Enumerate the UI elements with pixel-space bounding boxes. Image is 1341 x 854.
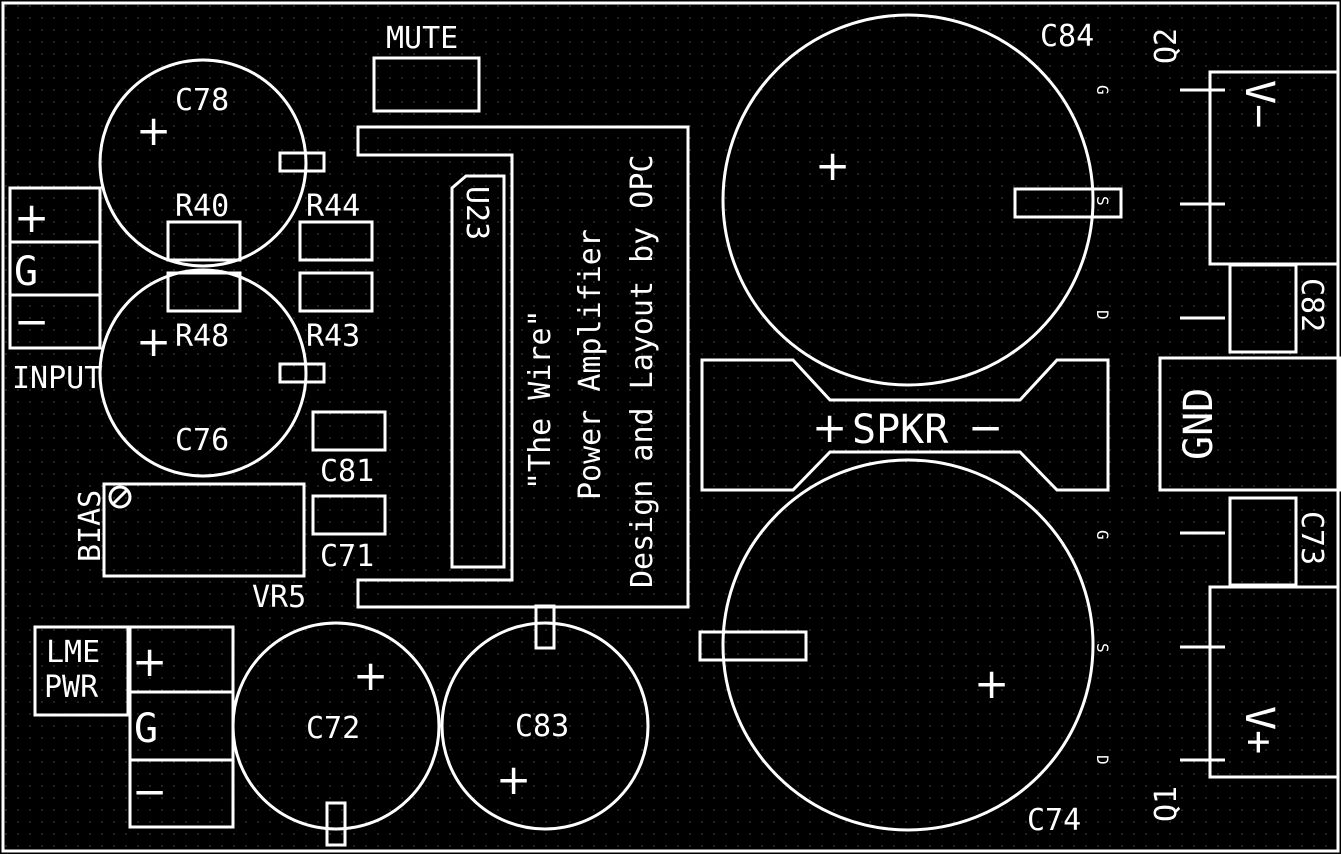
- capacitor-c76: + C76: [98, 268, 326, 478]
- capacitor-c71: [311, 494, 387, 536]
- u23-heatsink-outline: [356, 125, 690, 609]
- plus-mark: +: [136, 106, 171, 155]
- c74-label: C74: [1027, 803, 1081, 838]
- input-plus: +: [14, 193, 49, 242]
- trimmer-vr5: [102, 482, 306, 578]
- q1-rail-label: V+: [1236, 706, 1282, 754]
- r43-label: R43: [306, 319, 360, 354]
- power-terminal: + G −: [128, 625, 235, 829]
- u23-label: U23: [459, 186, 494, 240]
- c73-label: C73: [1294, 511, 1329, 565]
- q2-pin-d: D: [1093, 310, 1112, 320]
- input-minus: −: [14, 297, 49, 346]
- vr5-label: VR5: [252, 580, 306, 615]
- power-ground: G: [134, 706, 158, 752]
- gnd-label: GND: [1176, 388, 1222, 460]
- plus-mark: +: [815, 141, 850, 190]
- c82-label: C82: [1294, 278, 1329, 332]
- q1-label: Q1: [1149, 786, 1184, 822]
- c71-label: C71: [320, 539, 374, 574]
- mute-footprint: [372, 56, 481, 113]
- r40-label: R40: [175, 189, 229, 224]
- q1-pin-d: D: [1093, 755, 1112, 765]
- q2-rail-label: V−: [1236, 80, 1282, 128]
- resistor-r43: [298, 271, 374, 313]
- c81-label: C81: [320, 454, 374, 489]
- q2-pin-s: S: [1093, 196, 1112, 206]
- spkr-plus: +: [812, 403, 847, 452]
- resistor-r40: [166, 220, 242, 262]
- gnd-terminal: [1158, 356, 1341, 492]
- plus-mark: +: [136, 317, 171, 366]
- input-label: INPUT: [12, 361, 102, 396]
- input-terminal: + G −: [8, 186, 102, 350]
- plus-mark: +: [496, 755, 531, 804]
- q2-label: Q2: [1149, 28, 1184, 64]
- capacitor-c82: [1228, 263, 1298, 354]
- capacitor-c84: +: [721, 13, 1123, 387]
- resistor-r44: [298, 220, 374, 262]
- r48-label: R48: [175, 319, 229, 354]
- c76-label: C76: [175, 423, 229, 458]
- speaker-terminal: [700, 358, 1110, 492]
- lme-label: LME: [46, 635, 100, 670]
- board-text-subtitle: Power Amplifier: [573, 229, 608, 500]
- c84-label: C84: [1040, 19, 1094, 54]
- capacitor-c74: +: [698, 458, 1095, 832]
- u23-footprint: [450, 174, 506, 569]
- q2-pin-g: G: [1093, 85, 1112, 95]
- input-ground: G: [14, 249, 38, 295]
- spkr-label: SPKR: [852, 407, 949, 453]
- c83-label: C83: [515, 709, 569, 744]
- q1-pin-g: G: [1093, 530, 1112, 540]
- mute-label: MUTE: [386, 21, 458, 56]
- r44-label: R44: [306, 189, 360, 224]
- capacitor-c83: + C83: [440, 604, 650, 831]
- capacitor-c73: [1228, 496, 1298, 587]
- c72-label: C72: [306, 711, 360, 746]
- board-text-credit: Design and Layout by OPC: [625, 155, 660, 588]
- plus-mark: +: [353, 651, 388, 700]
- plus-mark: +: [974, 659, 1009, 708]
- pwr-label: PWR: [44, 670, 99, 705]
- capacitor-c78: + C78: [98, 58, 326, 268]
- capacitor-c72: + C72: [231, 621, 441, 847]
- power-plus: +: [132, 637, 167, 686]
- power-minus: −: [132, 767, 167, 816]
- spkr-minus: −: [968, 403, 1003, 452]
- lme-pwr-box: [33, 625, 130, 717]
- c78-label: C78: [175, 83, 229, 118]
- q1-pin-s: S: [1093, 643, 1112, 653]
- bias-label: BIAS: [73, 490, 108, 562]
- capacitor-c81: [311, 410, 387, 452]
- resistor-r48: [166, 271, 242, 313]
- transistor-q1: [1180, 531, 1340, 779]
- board-text-title: "The Wire": [523, 309, 558, 490]
